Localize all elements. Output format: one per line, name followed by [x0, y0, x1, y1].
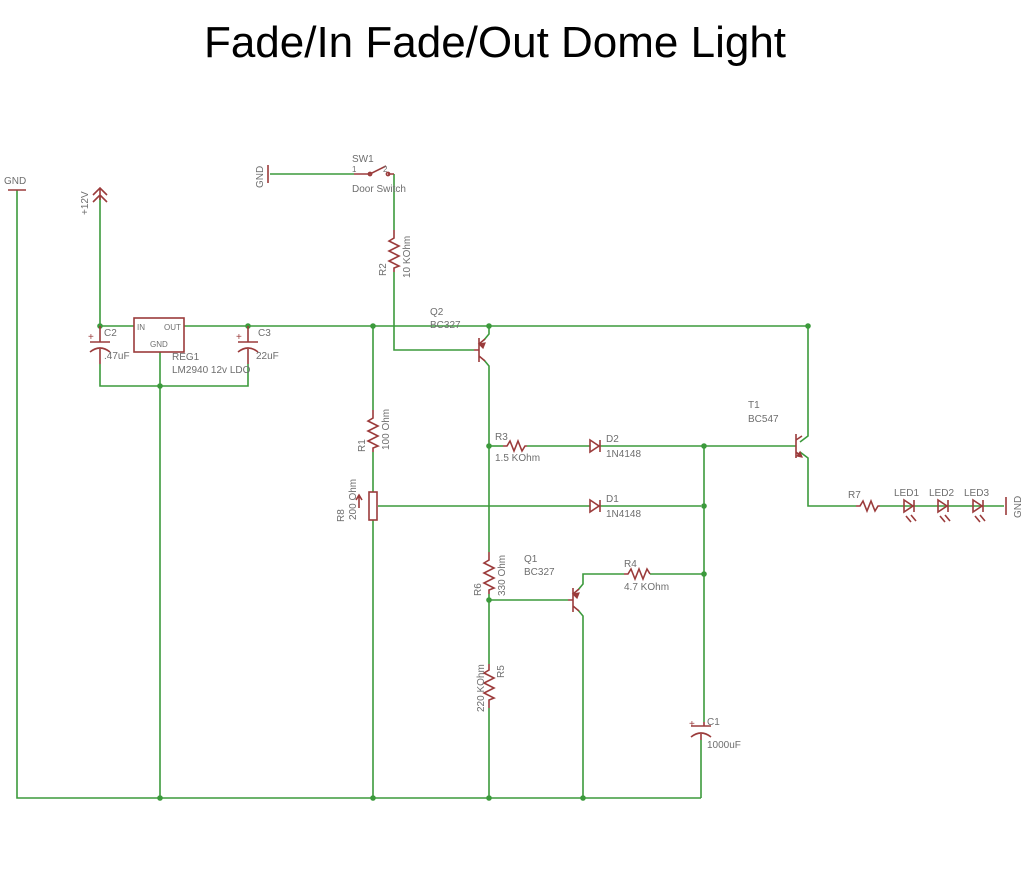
- r2-value: 10 KOhm: [402, 236, 413, 278]
- gnd-symbol-left: GND: [4, 176, 26, 191]
- r7-name: R7: [848, 490, 861, 501]
- wires: [16, 173, 1004, 799]
- gnd-label-right: GND: [1013, 496, 1024, 518]
- led-led2: LED2: [929, 488, 954, 523]
- led3-name: LED3: [964, 488, 989, 499]
- capacitor-c3: + C3 22uF: [236, 326, 279, 364]
- r5-value: 220 KOhm: [476, 664, 487, 712]
- t1-name: T1: [748, 400, 760, 411]
- r8-value: 200 Ohm: [348, 479, 359, 520]
- led-led3: LED3: [964, 488, 989, 523]
- r4-name: R4: [624, 559, 637, 570]
- gnd-label-switch: GND: [255, 166, 266, 188]
- reg1-pin-out: OUT: [164, 323, 181, 332]
- gnd-symbol-switch: GND: [255, 165, 269, 188]
- r2-name: R2: [378, 263, 389, 276]
- r1-value: 100 Ohm: [381, 409, 392, 450]
- d2-value: 1N4148: [606, 449, 641, 460]
- resistor-r4: R4 4.7 KOhm: [624, 559, 669, 593]
- d2-name: D2: [606, 434, 619, 445]
- resistor-r2: R2 10 KOhm: [378, 230, 413, 278]
- c3-name: C3: [258, 328, 271, 339]
- r5-name: R5: [496, 665, 507, 678]
- led2-name: LED2: [929, 488, 954, 499]
- c2-name: C2: [104, 328, 117, 339]
- resistor-r1: R1 100 Ohm: [357, 409, 392, 452]
- diode-d2: D2 1N4148: [589, 434, 641, 460]
- switch-sw1: SW1 1 2 Door Switch: [352, 154, 406, 195]
- reg1-value: LM2940 12v LDO: [172, 365, 251, 376]
- reg1-pin-gnd: GND: [150, 340, 168, 349]
- supply-symbol: +12V: [80, 186, 108, 215]
- capacitor-c1: + C1 1000uF: [689, 717, 741, 751]
- q2-value: BC327: [430, 320, 461, 331]
- d1-value: 1N4148: [606, 509, 641, 520]
- d1-name: D1: [606, 494, 619, 505]
- c1-name: C1: [707, 717, 720, 728]
- resistor-r7: R7: [848, 490, 880, 514]
- supply-label: +12V: [80, 191, 91, 215]
- sw1-value: Door Switch: [352, 184, 406, 195]
- c1-value: 1000uF: [707, 740, 741, 751]
- transistor-q1: Q1 BC327: [524, 554, 580, 612]
- potentiometer-r8: R8 200 Ohm: [336, 479, 378, 522]
- q1-value: BC327: [524, 567, 555, 578]
- c2-value: .47uF: [104, 351, 130, 362]
- c3-value: 22uF: [256, 351, 279, 362]
- reg1-pin-in: IN: [137, 323, 145, 332]
- resistor-r3: R3 1.5 KOhm: [495, 432, 540, 464]
- diode-d1: D1 1N4148: [589, 494, 641, 520]
- capacitor-c2: + C2 .47uF: [88, 326, 130, 364]
- r6-name: R6: [473, 583, 484, 596]
- r6-value: 330 Ohm: [497, 555, 508, 596]
- led1-name: LED1: [894, 488, 919, 499]
- sw1-name: SW1: [352, 154, 374, 165]
- q1-name: Q1: [524, 554, 538, 565]
- diagram-title: Fade/In Fade/Out Dome Light: [203, 18, 787, 67]
- reg1-name: REG1: [172, 352, 200, 363]
- transistor-t1: T1 BC547: [748, 400, 803, 458]
- resistor-r6: R6 330 Ohm: [473, 552, 508, 596]
- c3-plus: +: [236, 332, 242, 343]
- r3-value: 1.5 KOhm: [495, 453, 540, 464]
- r4-value: 4.7 KOhm: [624, 582, 669, 593]
- gnd-label-left: GND: [4, 176, 26, 187]
- c2-plus: +: [88, 332, 94, 343]
- r8-name: R8: [336, 509, 347, 522]
- gnd-symbol-right: GND: [1005, 496, 1024, 518]
- c1-plus: +: [689, 719, 695, 730]
- sw1-pin1: 1: [352, 165, 357, 174]
- sw1-pin2: 2: [383, 165, 388, 174]
- junctions: [97, 323, 811, 801]
- t1-value: BC547: [748, 414, 779, 425]
- led-led1: LED1: [894, 488, 919, 523]
- regulator-reg1: IN OUT GND REG1 LM2940 12v LDO: [133, 317, 251, 376]
- r3-name: R3: [495, 432, 508, 443]
- r1-name: R1: [357, 439, 368, 452]
- resistor-r5: R5 220 KOhm: [476, 664, 507, 712]
- transistor-q2: Q2 BC327: [430, 307, 486, 362]
- q2-name: Q2: [430, 307, 444, 318]
